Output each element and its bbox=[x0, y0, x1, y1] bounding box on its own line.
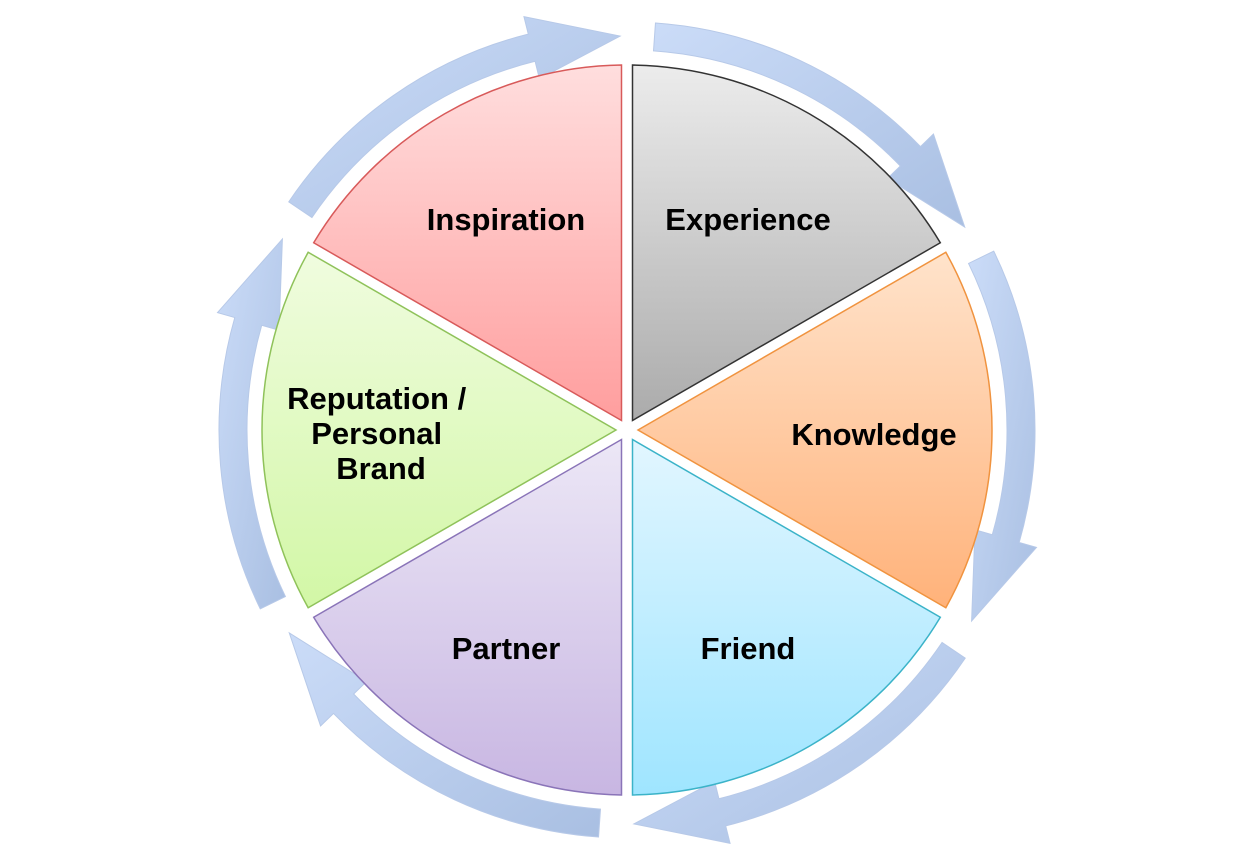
segment-inspiration bbox=[312, 64, 623, 422]
segment-friend bbox=[631, 438, 942, 796]
cycle-arrow bbox=[216, 237, 287, 610]
cycle-arrow bbox=[632, 641, 966, 844]
label-friend: Friend bbox=[701, 631, 796, 666]
segment-experience bbox=[631, 64, 942, 422]
segment-reputation bbox=[261, 251, 618, 609]
label-knowledge: Knowledge bbox=[791, 417, 956, 452]
label-inspiration: Inspiration bbox=[427, 202, 585, 237]
label-reputation: Reputation / Personal Brand bbox=[287, 381, 475, 486]
pie-segments bbox=[261, 64, 993, 796]
label-experience: Experience bbox=[665, 202, 830, 237]
segment-partner bbox=[312, 438, 623, 796]
cycle-arrow bbox=[652, 22, 966, 229]
cycle-arrow bbox=[967, 250, 1038, 623]
segment-labels: Inspiration Experience Knowledge Friend … bbox=[287, 202, 957, 666]
label-partner: Partner bbox=[452, 631, 561, 666]
cycle-arrows bbox=[216, 16, 1038, 844]
segment-knowledge bbox=[636, 251, 993, 609]
cycle-arrow bbox=[288, 631, 602, 838]
cycle-arrow bbox=[288, 16, 622, 219]
